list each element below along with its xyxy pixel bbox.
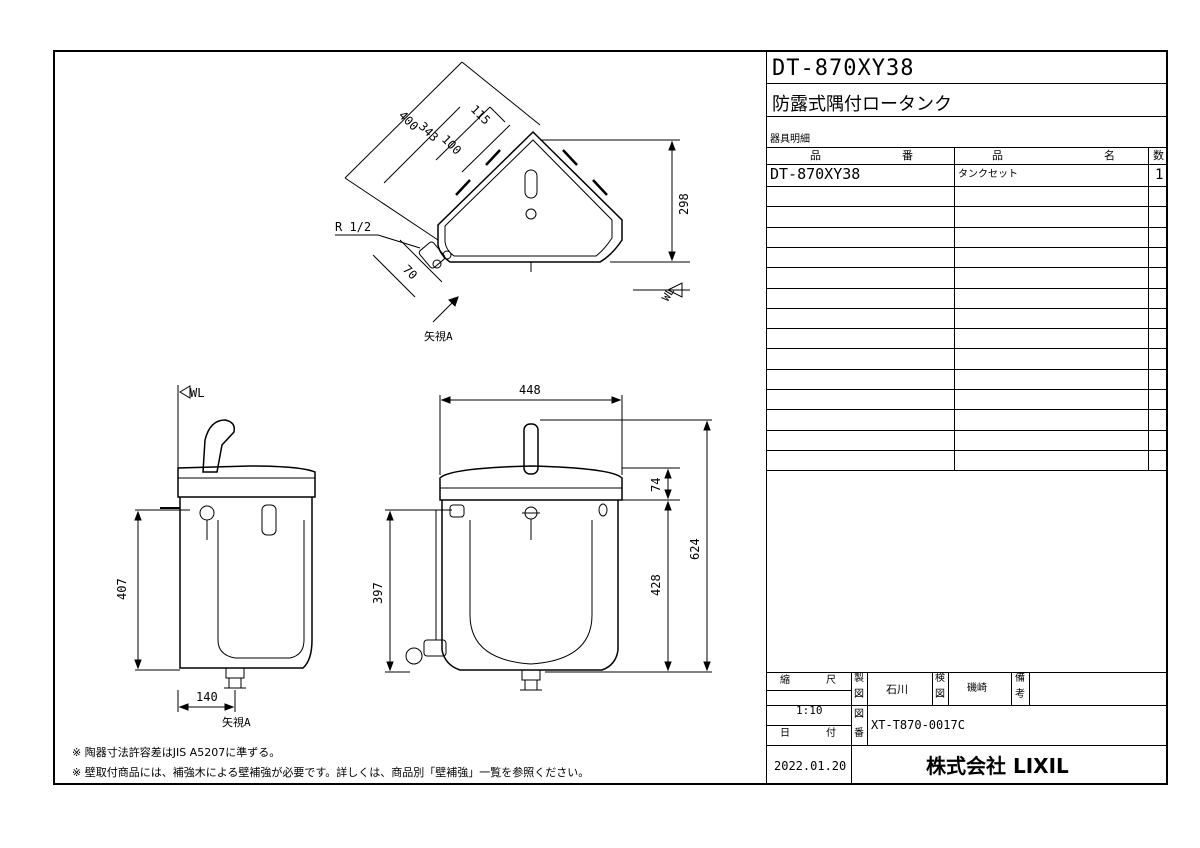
dim-624: 624 bbox=[688, 538, 702, 560]
dim-407: 407 bbox=[115, 578, 129, 600]
date-label-2: 付 bbox=[826, 728, 836, 739]
parts-list-heading: 器具明細 bbox=[770, 134, 810, 145]
parts-row-line bbox=[766, 328, 1168, 330]
label-wl-top: WL bbox=[659, 285, 677, 303]
parts-row-line bbox=[766, 186, 1168, 187]
title-block: DT-870XY38 防露式隅付ロータンク 器具明細 品 番 品 名 数 DT-… bbox=[766, 50, 1168, 785]
col-qty: 数 bbox=[1153, 149, 1164, 162]
dim-140: 140 bbox=[196, 690, 218, 704]
parts-row-line bbox=[766, 246, 1168, 248]
parts-row-line bbox=[766, 267, 1168, 269]
label-arrow-a-side: 矢視A bbox=[222, 715, 251, 729]
drawing-no-label-1: 図 bbox=[854, 709, 864, 720]
dim-397: 397 bbox=[371, 582, 385, 604]
parts-row-line bbox=[766, 389, 1168, 390]
parts-row-line bbox=[766, 368, 1168, 370]
drafter-name: 石川 bbox=[886, 683, 908, 696]
date-value: 2022.01.20 bbox=[774, 759, 847, 773]
row-qty: 1 bbox=[1155, 167, 1164, 183]
note-2: ※ 壁取付商品には、補強木による壁補強が必要です。詳しくは、商品別「壁補強」一覧… bbox=[72, 766, 590, 779]
product-name: 防露式隅付ロータンク bbox=[772, 94, 952, 115]
dim-115: 115 bbox=[468, 102, 493, 127]
parts-row-line bbox=[766, 307, 1168, 309]
top-view bbox=[335, 61, 690, 323]
parts-row-line bbox=[766, 348, 1168, 350]
parts-row-line bbox=[766, 429, 1168, 431]
dim-428: 428 bbox=[649, 574, 663, 596]
dim-74: 74 bbox=[649, 478, 663, 492]
label-wl-side: WL bbox=[190, 386, 204, 400]
parts-row-line bbox=[766, 409, 1168, 411]
date-label-1: 日 bbox=[780, 728, 790, 739]
notes: ※ 陶器寸法許容差はJIS A5207に準ずる。 ※ 壁取付商品には、補強木によ… bbox=[72, 744, 589, 780]
checker-name: 磯崎 bbox=[967, 683, 987, 694]
dim-298: 298 bbox=[677, 193, 691, 215]
row-name: タンクセット bbox=[958, 169, 1018, 180]
remarks-label-2: 考 bbox=[1015, 689, 1025, 700]
parts-row-line bbox=[766, 206, 1168, 208]
remarks-label-1: 備 bbox=[1015, 673, 1025, 684]
parts-row-line bbox=[766, 470, 1168, 472]
checker-label-2: 図 bbox=[935, 689, 945, 700]
drawing-number: XT-T870-0017C bbox=[871, 718, 965, 732]
dim-448: 448 bbox=[519, 383, 541, 397]
drawing-frame bbox=[53, 50, 1168, 785]
col-name-1: 品 bbox=[992, 149, 1003, 162]
model-number: DT-870XY38 bbox=[772, 56, 915, 81]
label-arrow-a-top: 矢視A bbox=[424, 329, 453, 343]
scale-value: 1:10 bbox=[796, 704, 823, 717]
col-part-no-2: 番 bbox=[902, 149, 913, 162]
col-part-no-1: 品 bbox=[810, 149, 821, 162]
scale-label-2: 尺 bbox=[826, 675, 836, 686]
label-r12: R 1/2 bbox=[335, 220, 371, 234]
company-name: 株式会社 LIXIL bbox=[926, 754, 1069, 778]
parts-row-line bbox=[766, 226, 1168, 228]
scale-label-1: 縮 bbox=[780, 675, 790, 686]
parts-row-line bbox=[766, 287, 1168, 289]
checker-label-1: 検 bbox=[935, 673, 945, 684]
row-part-no: DT-870XY38 bbox=[770, 165, 861, 183]
col-name-2: 名 bbox=[1104, 149, 1115, 162]
note-1: ※ 陶器寸法許容差はJIS A5207に準ずる。 bbox=[72, 746, 281, 759]
side-view bbox=[134, 385, 316, 712]
parts-row-line bbox=[766, 449, 1168, 451]
front-view bbox=[385, 395, 712, 691]
drawing-no-label-2: 番 bbox=[854, 728, 864, 739]
dim-70: 70 bbox=[400, 262, 420, 282]
drafter-label-1: 製 bbox=[854, 673, 864, 684]
drafter-label-2: 図 bbox=[854, 689, 864, 700]
